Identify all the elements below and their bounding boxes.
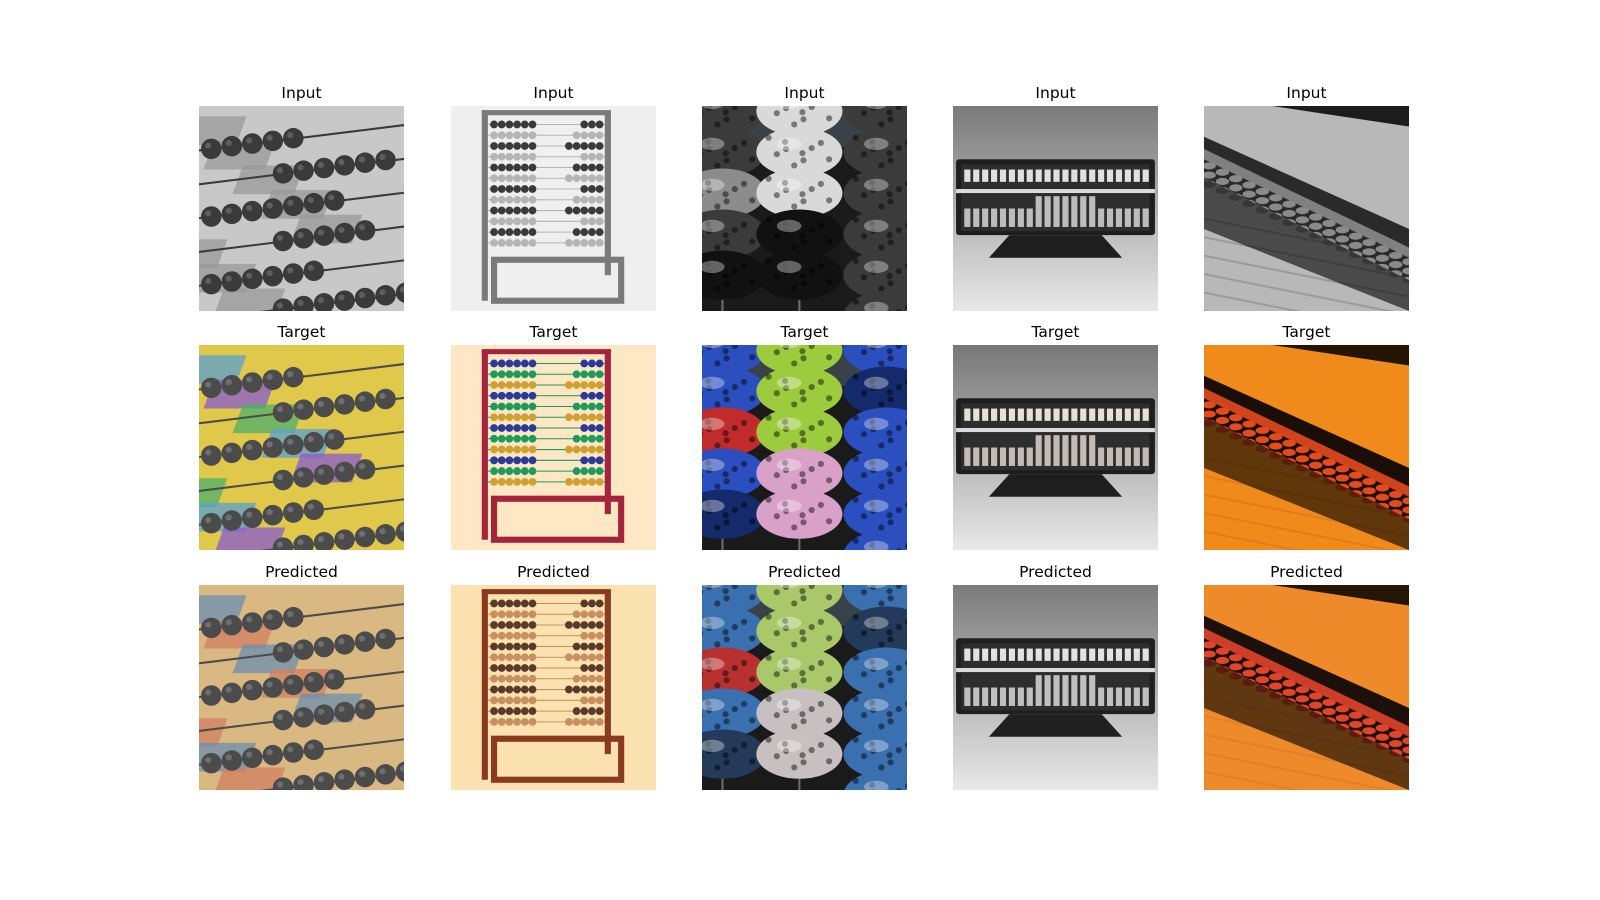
panel-title: Input xyxy=(784,84,825,102)
panel-title: Target xyxy=(1282,323,1331,341)
panel-image-graphic xyxy=(451,345,656,550)
panel-image-graphic xyxy=(702,106,907,311)
panel-image xyxy=(953,345,1158,550)
panel-title: Target xyxy=(780,323,829,341)
panel-image-graphic xyxy=(1204,585,1409,790)
panel-title: Predicted xyxy=(768,563,841,581)
panel-image xyxy=(953,585,1158,790)
panel-title: Input xyxy=(1286,84,1327,102)
panel-title: Target xyxy=(529,323,578,341)
panel-image-graphic xyxy=(451,106,656,311)
panel-image xyxy=(199,585,404,790)
panel-image xyxy=(451,585,656,790)
panel-image-graphic xyxy=(199,585,404,790)
panel-title: Target xyxy=(277,323,326,341)
panel-image-graphic xyxy=(953,345,1158,550)
panel-image-graphic xyxy=(451,585,656,790)
panel-image-graphic xyxy=(953,106,1158,311)
panel-title: Predicted xyxy=(517,563,590,581)
panel-title: Target xyxy=(1031,323,1080,341)
panel-image xyxy=(702,345,907,550)
panel-image xyxy=(451,106,656,311)
panel-title: Input xyxy=(1035,84,1076,102)
panel-image xyxy=(451,345,656,550)
panel-image-graphic xyxy=(1204,345,1409,550)
panel-title: Predicted xyxy=(265,563,338,581)
panel-image xyxy=(199,106,404,311)
panel-image-graphic xyxy=(702,585,907,790)
panel-image xyxy=(199,345,404,550)
panel-image-graphic xyxy=(953,585,1158,790)
panel-title: Predicted xyxy=(1019,563,1092,581)
panel-image-graphic xyxy=(1204,106,1409,311)
panel-image xyxy=(1204,585,1409,790)
panel-image xyxy=(953,106,1158,311)
panel-image-graphic xyxy=(702,345,907,550)
panel-title: Predicted xyxy=(1270,563,1343,581)
panel-image xyxy=(702,106,907,311)
panel-image xyxy=(1204,106,1409,311)
panel-image-graphic xyxy=(199,106,404,311)
panel-image xyxy=(1204,345,1409,550)
panel-image xyxy=(702,585,907,790)
panel-image-graphic xyxy=(199,345,404,550)
panel-title: Input xyxy=(533,84,574,102)
panel-title: Input xyxy=(281,84,322,102)
